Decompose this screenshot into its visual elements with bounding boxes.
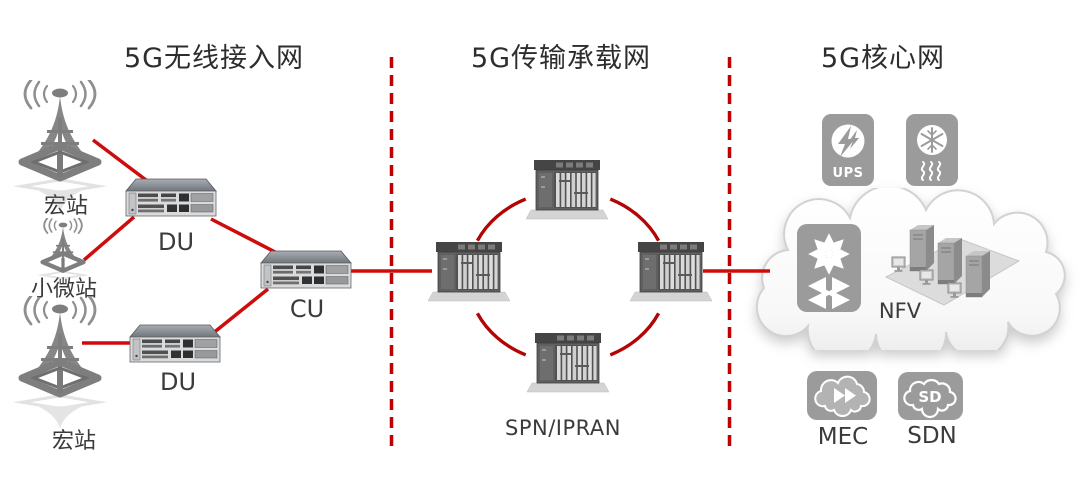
mec-label: MEC [817,424,869,450]
du-top-device rack-switch-icon [125,178,217,217]
sdn-label: SDN [907,423,957,449]
cu-device rack-switch-icon [260,250,352,289]
section-title-transport: 5G传输承载网 [470,43,652,74]
du-top-label: DU [157,228,195,256]
switch-icon [797,224,861,312]
nfv-label: NFV [878,299,922,323]
mec-icon [807,371,877,420]
macro-tower-top-icon [12,80,108,212]
du-bottom-device rack-switch-icon [129,324,221,363]
section-title-ran: 5G无线接入网 [123,43,305,74]
micro-tower-icon [37,218,89,280]
cu-label: CU [289,295,325,323]
sdn-icon-badge: SD [918,388,941,406]
transport-chassis-right chassis-icon [630,242,712,302]
server-farm-icon [884,225,1021,306]
micro-station-label: 小微站 [30,277,97,302]
ups-icon: UPS [822,114,874,186]
ring-arc-top-right [609,197,661,242]
spn-ipran-label: SPN/IPRAN [505,416,621,440]
cooling-icon [906,114,958,186]
macro-tower-bottom-icon [12,296,108,428]
transport-chassis-bottom chassis-icon [527,333,609,393]
transport-chassis-left chassis-icon [428,242,510,302]
du-bottom-label: DU [159,368,197,396]
ring-arc-top-left [475,197,527,242]
transport-chassis-top chassis-icon [526,160,608,220]
ring-arc-bottom-left [475,312,527,357]
macro-bottom-label: 宏站 [51,429,96,454]
ups-icon-label: UPS [833,166,864,181]
sdn-icon: SD [898,372,963,420]
ring-arc-bottom-right [609,312,661,357]
section-title-core: 5G核心网 [820,43,946,74]
macro-top-label: 宏站 [43,194,88,219]
link-micro-to-du [82,215,136,262]
